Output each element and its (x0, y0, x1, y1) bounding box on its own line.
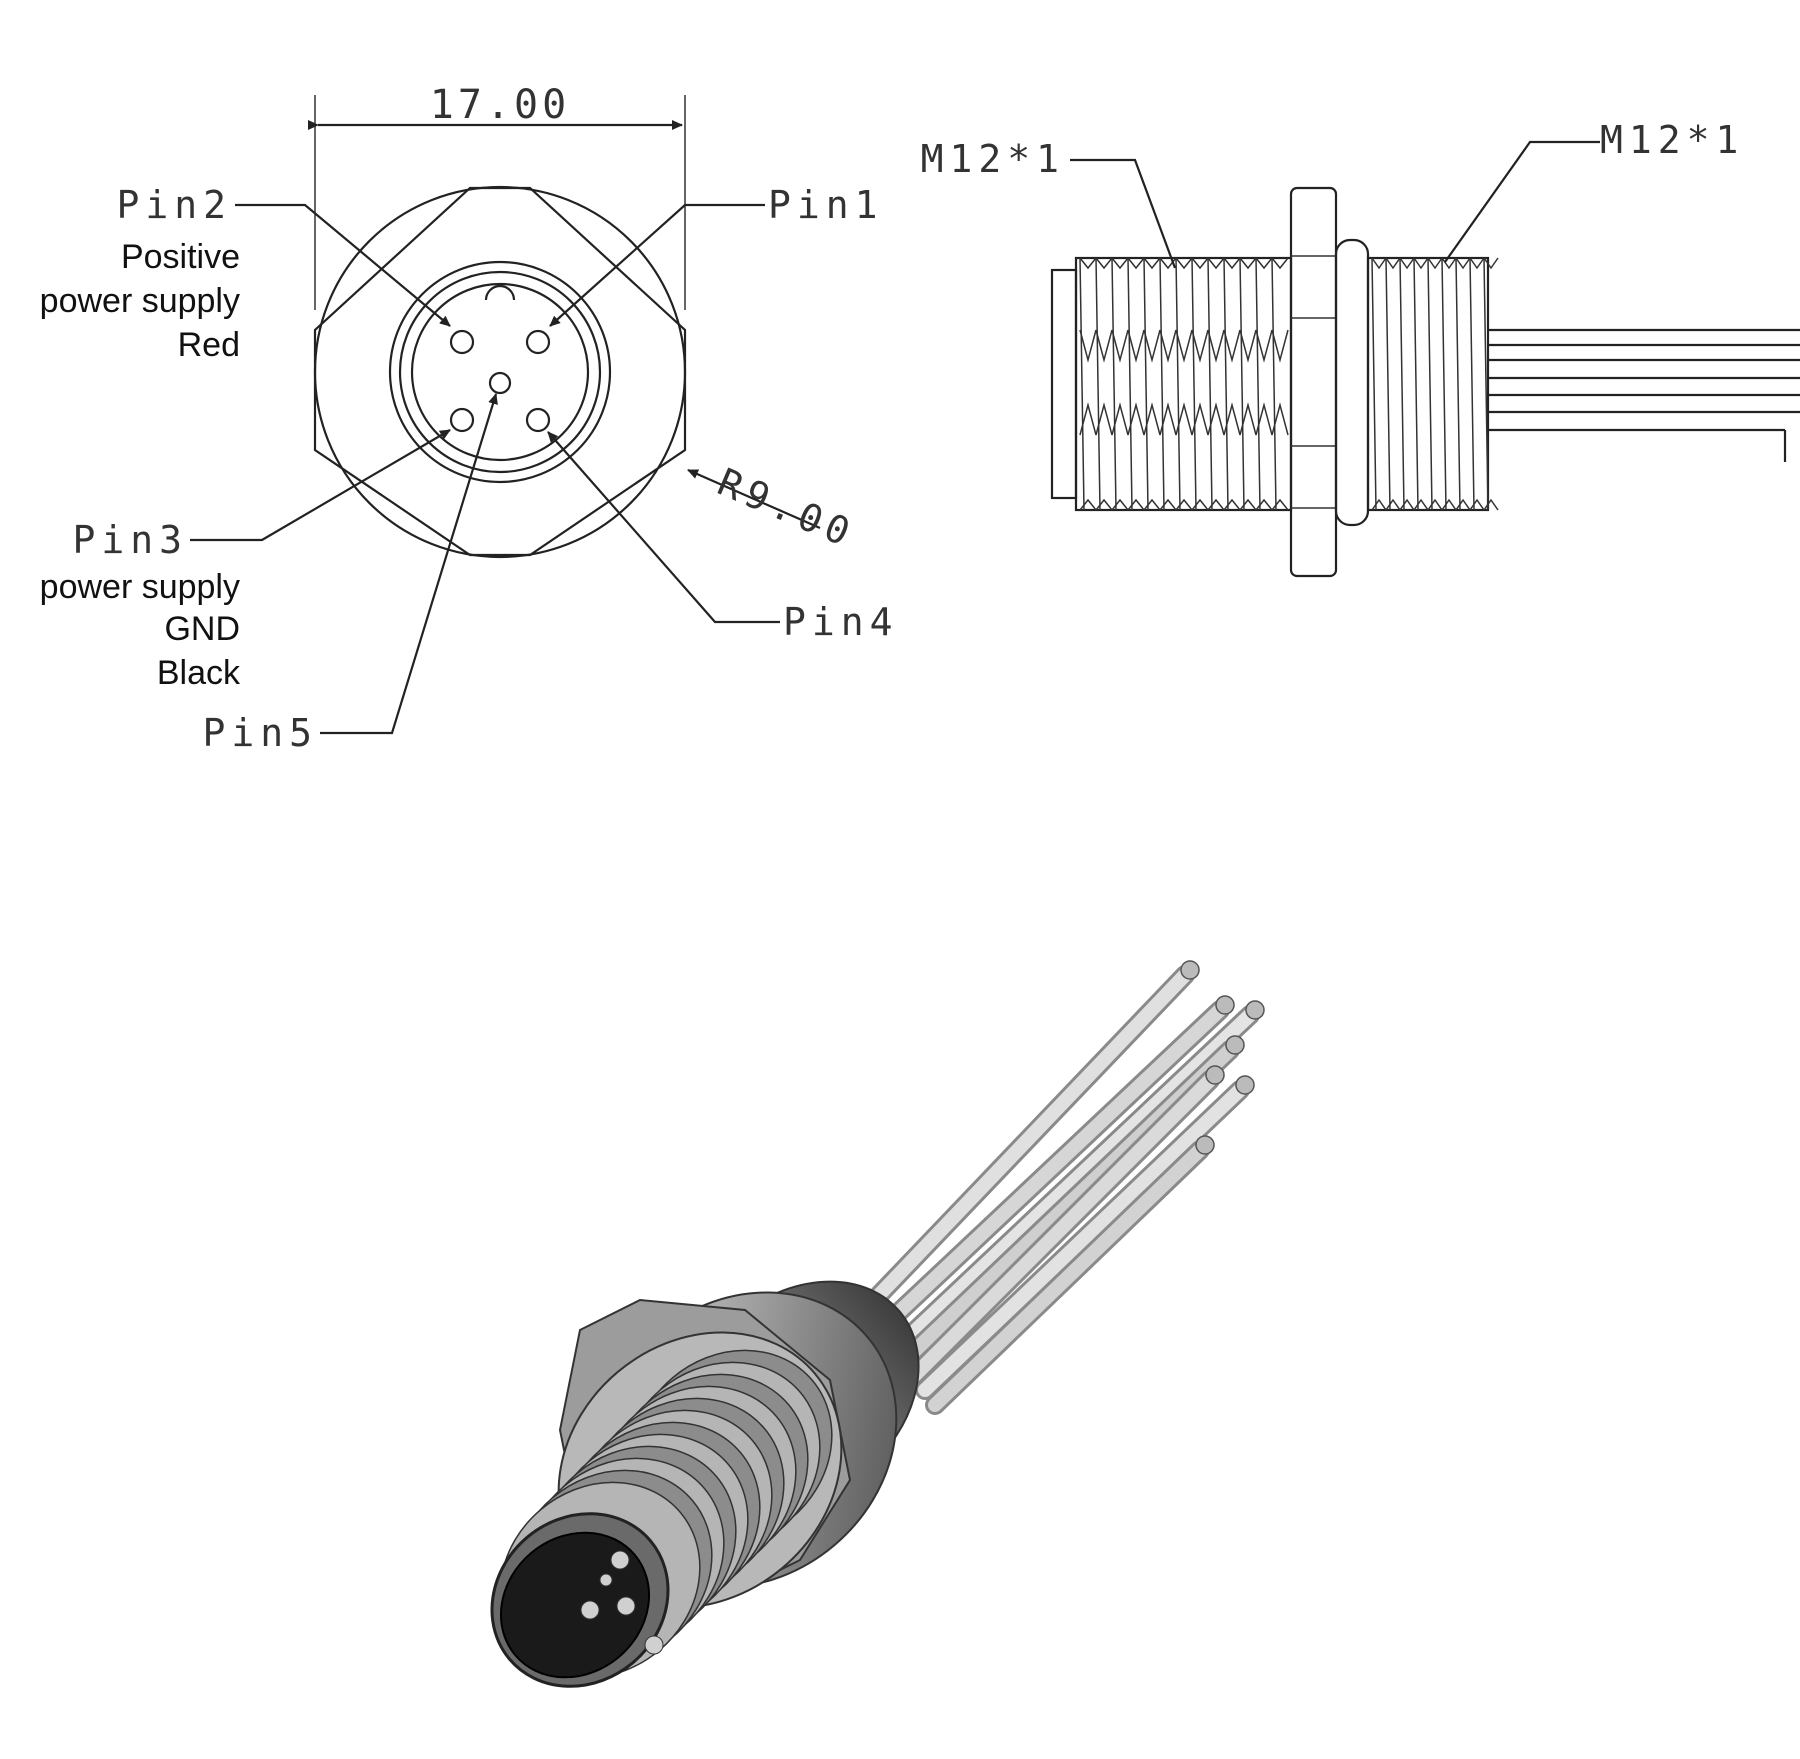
isometric-render (490, 960, 1265, 1688)
flange (1334, 238, 1370, 527)
pin2-desc-line3: Red (178, 326, 240, 364)
pin4-hole (525, 407, 551, 433)
coding-key (484, 284, 516, 301)
isometric-wires (850, 960, 1265, 1415)
pin3-hole (449, 407, 475, 433)
thread-lines-left (1079, 257, 1289, 511)
pin3-label: Pin3 (72, 518, 188, 562)
pin3-desc-line3: Black (157, 654, 241, 692)
pin1-leader (549, 203, 765, 327)
iso-pin (616, 1596, 636, 1616)
width-dimension-text: 17.00 (430, 82, 570, 128)
pin2-leader (235, 203, 451, 327)
thread-lines-right (1371, 257, 1499, 511)
radius-leader (687, 468, 821, 530)
pin4-label: Pin4 (783, 600, 899, 644)
pin4-leader (547, 431, 780, 624)
pin2-desc-line1: Positive (121, 238, 240, 276)
thread-left-label: M12*1 (921, 137, 1065, 181)
thread-right-leader (1444, 140, 1600, 263)
iso-pin (644, 1635, 664, 1655)
pin5-hole (488, 371, 512, 395)
isometric-insert (499, 1531, 651, 1679)
iso-pin (599, 1573, 613, 1587)
pin5-label: Pin5 (202, 711, 318, 755)
side-view: M12*1 M12*1 (921, 118, 1800, 578)
pin3-leader (190, 429, 451, 542)
thread-right-label: M12*1 (1600, 118, 1744, 162)
thread-outer-circle (388, 260, 612, 484)
hex-nut (1289, 186, 1338, 578)
pin3-desc-line2: GND (164, 610, 240, 648)
iso-pin (580, 1600, 600, 1620)
flange-circle (313, 185, 687, 559)
iso-pin (610, 1550, 630, 1570)
pin1-hole (525, 329, 551, 355)
thread-inner-circle (398, 270, 602, 474)
radius-dimension-text: R9.00 (711, 460, 861, 557)
pin2-hole (449, 329, 475, 355)
pin1-label: Pin1 (768, 183, 884, 227)
insert-circle (410, 282, 590, 462)
wire-bundle (1488, 328, 1800, 462)
front-face (1050, 268, 1078, 500)
pin3-desc-line1: power supply (40, 568, 240, 606)
pin5-leader (320, 393, 498, 735)
front-view: 17.00 Pin2 Positive power supply Red Pin… (40, 82, 899, 755)
hex-nut-outline (313, 186, 687, 557)
pin2-desc-line2: power supply (40, 282, 240, 320)
thread-left-leader (1070, 158, 1177, 269)
pin2-label: Pin2 (116, 183, 232, 227)
